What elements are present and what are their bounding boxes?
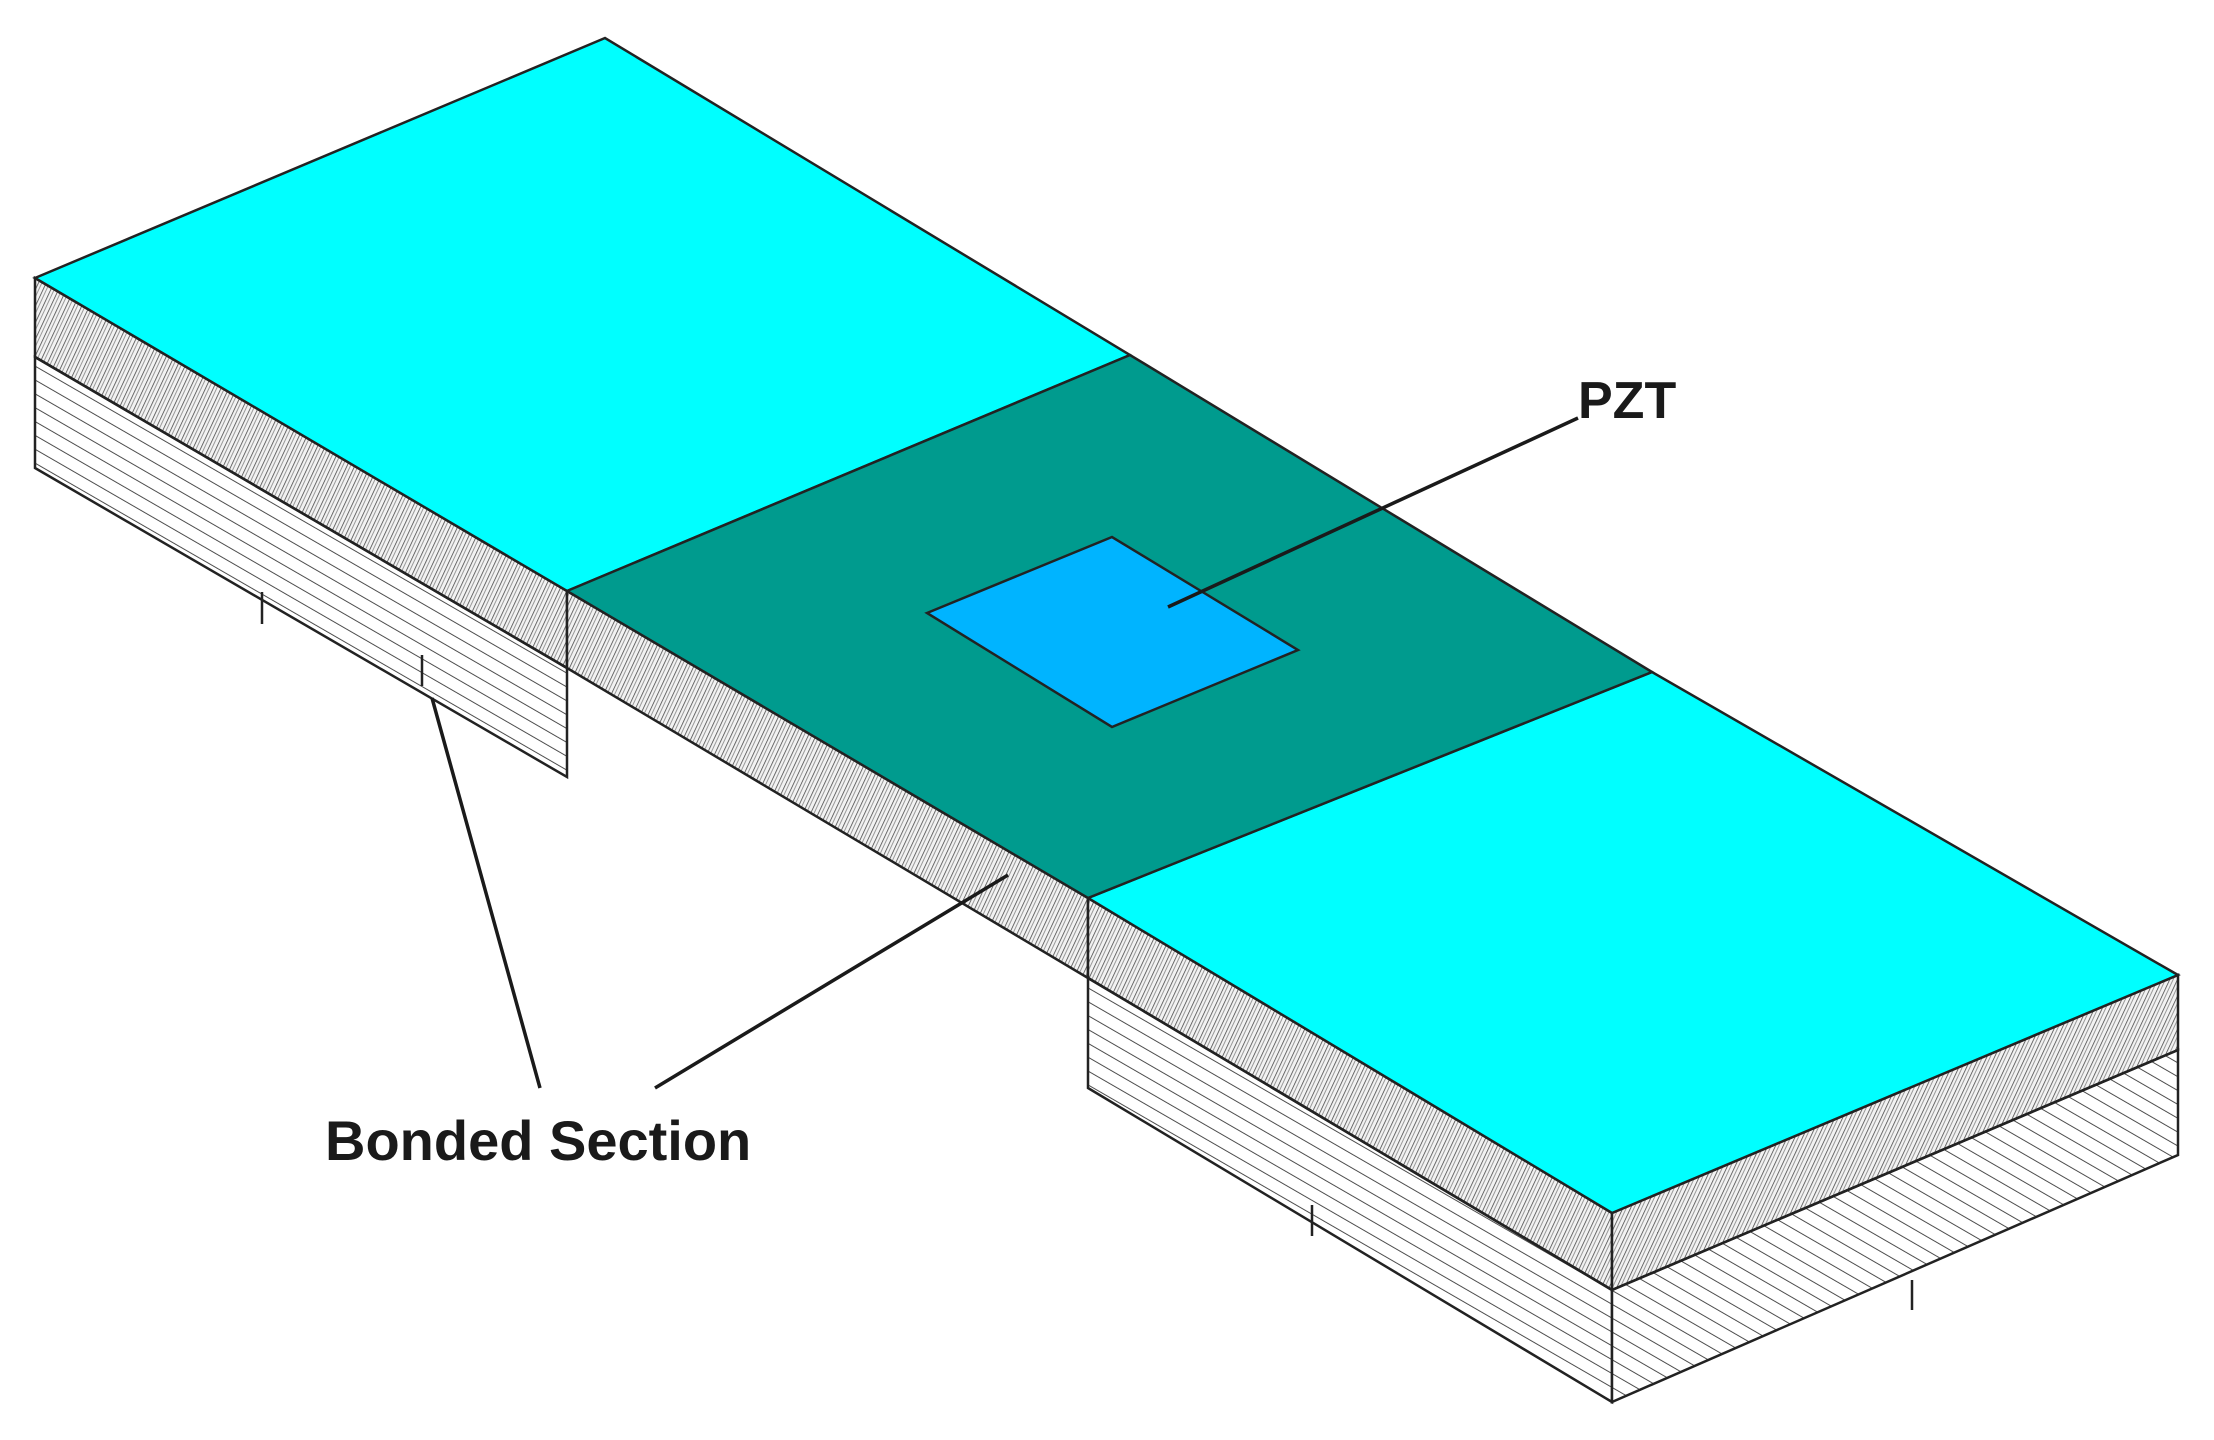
pzt-leader-line xyxy=(1167,416,1579,609)
pzt-patch xyxy=(924,535,1301,729)
left-plate-layer-edge xyxy=(34,355,568,670)
pzt-label: PZT xyxy=(1578,372,1676,430)
bonded-section-leader-line-left xyxy=(430,697,542,1089)
bonded-section-leader-line-right xyxy=(654,873,1009,1090)
bonded-section-label: Bonded Section xyxy=(325,1109,751,1172)
right-plate-layer-edge xyxy=(1087,976,1613,1292)
right-plate-side-layer-edge xyxy=(1611,1048,2179,1292)
